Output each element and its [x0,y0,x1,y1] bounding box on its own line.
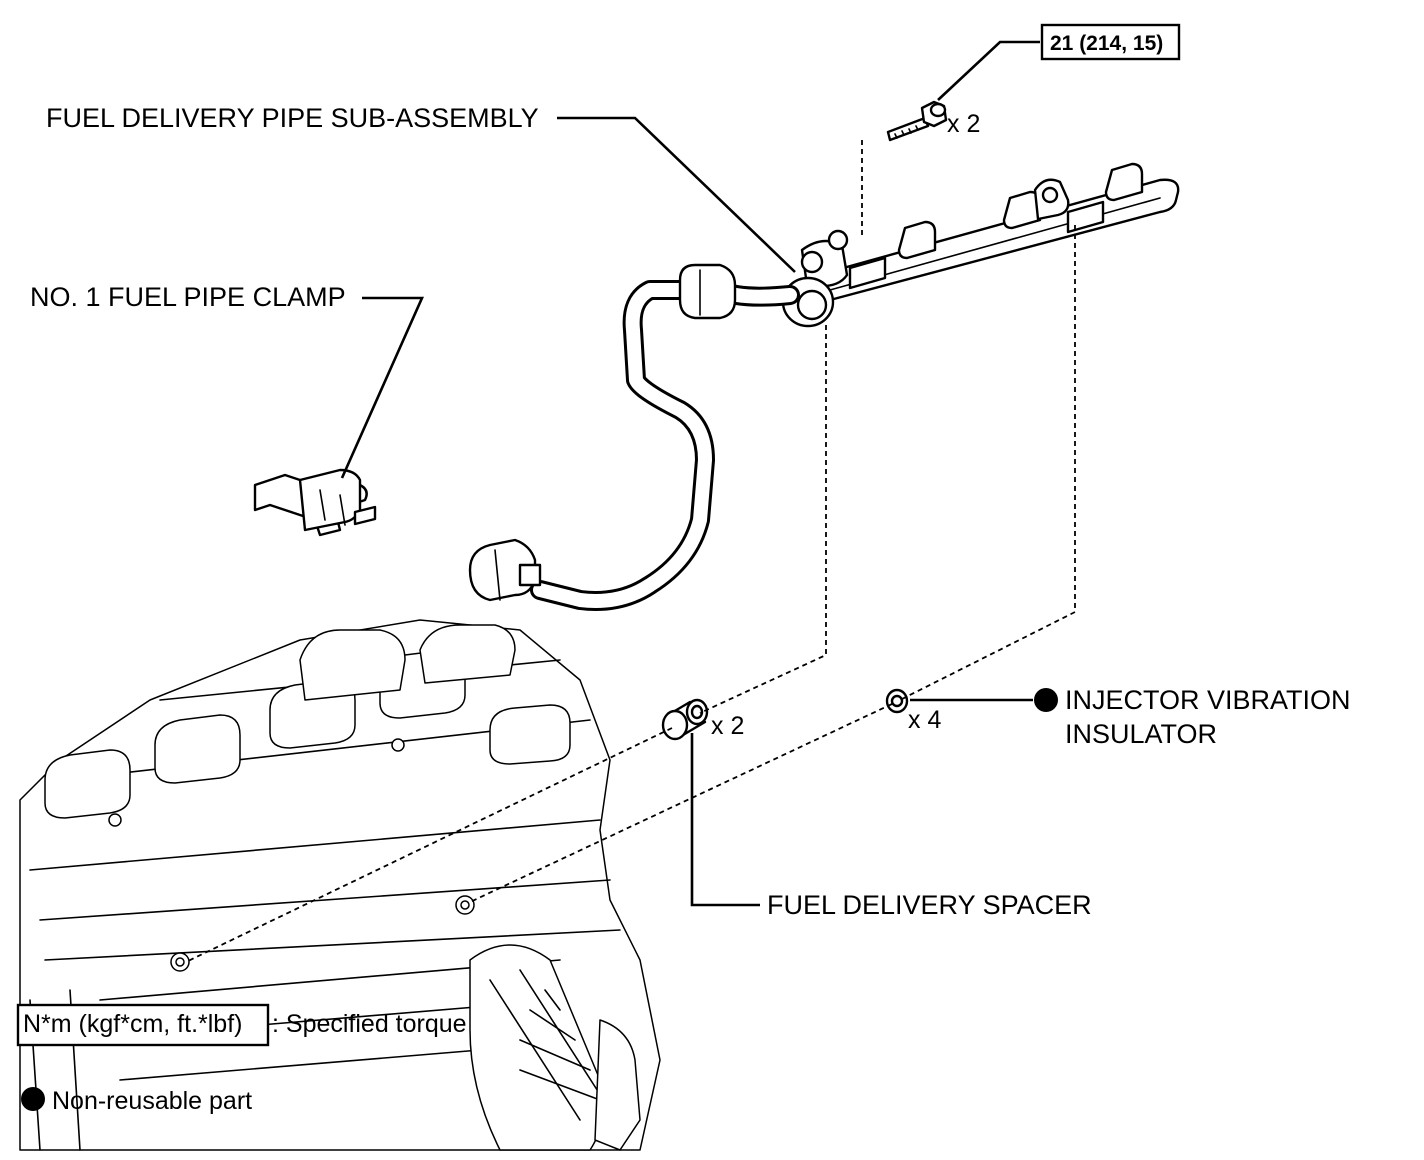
legend-torque-box [16,1003,270,1047]
legend-non-reusable-icon [21,1087,45,1111]
legend-non-reusable-text: Non-reusable part [52,1087,252,1115]
spacer-quantity: x 2 [711,712,744,740]
fuel-delivery-spacer-label: FUEL DELIVERY SPACER [767,890,1092,920]
legend-torque-description: : Specified torque [272,1010,467,1038]
torque-spec-value: 21 (214, 15) [1050,32,1163,55]
bolt-quantity: x 2 [947,110,980,138]
legend: N*m (kgf*cm, ft.*lbf) : Specified torque… [16,1003,467,1115]
injector-vibration-insulator-drawing [885,688,909,714]
leader-lines [340,40,1040,907]
alignment-lines [185,140,1076,963]
fuel-pipe-clamp-drawing [253,468,377,537]
insulator-quantity: x 4 [908,706,941,734]
fuel-delivery-pipe-label: FUEL DELIVERY PIPE SUB-ASSEMBLY [46,103,539,133]
non-reusable-marker-icon [1034,688,1058,712]
bolt-drawing [886,100,948,142]
legend-torque-units: N*m (kgf*cm, ft.*lbf) [23,1010,242,1038]
fuel-delivery-pipe-drawing [468,162,1180,611]
engine-block-drawing [19,619,661,1151]
torque-spec-box [1040,23,1181,61]
injector-insulator-label-line1: INJECTOR VIBRATION [1065,685,1351,715]
injector-insulator-label-line2: INSULATOR [1065,719,1217,749]
fuel-delivery-spacer-drawing [661,698,709,741]
fuel-pipe-clamp-label: NO. 1 FUEL PIPE CLAMP [30,282,346,312]
